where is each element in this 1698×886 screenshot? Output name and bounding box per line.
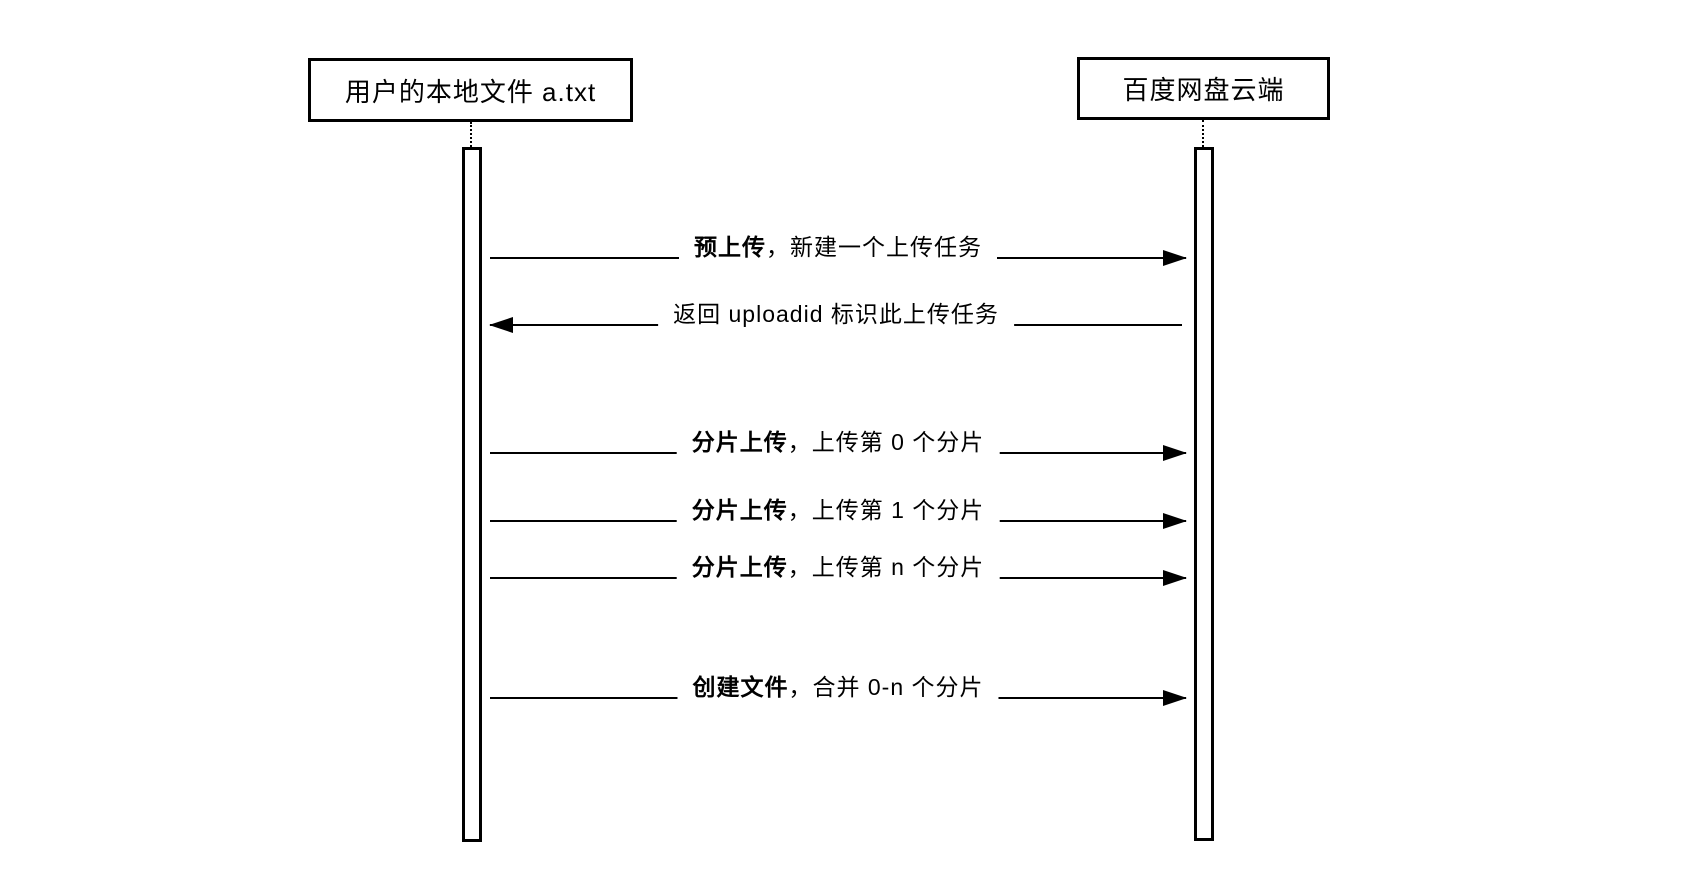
arrowhead-right-icon [1163,445,1187,461]
lifeline-dotted-left [470,122,472,147]
message-upload-part-0-label: 分片上传，上传第 0 个分片 [676,427,1000,457]
arrowhead-right-icon [1163,690,1187,706]
message-label-bold: 预上传 [694,234,766,260]
arrowhead-right-icon [1163,570,1187,586]
message-upload-part-1-label: 分片上传，上传第 1 个分片 [676,495,1000,525]
message-label-rest: ，合并 0-n 个分片 [788,674,984,700]
message-create-file-label: 创建文件，合并 0-n 个分片 [677,672,999,702]
actor-cloud-box: 百度网盘云端 [1077,57,1330,120]
actor-cloud-label: 百度网盘云端 [1122,75,1285,105]
message-label-rest: ，上传第 0 个分片 [787,429,985,455]
message-label-rest: ，上传第 n 个分片 [787,554,985,580]
message-label-rest: ，新建一个上传任务 [766,234,982,260]
message-label-rest: ，上传第 1 个分片 [787,497,985,523]
message-label-bold: 分片上传 [691,554,788,580]
message-label-rest: 返回 uploadid 标识此上传任务 [673,301,999,327]
message-label-bold: 创建文件 [692,674,789,700]
arrowhead-right-icon [1163,250,1187,266]
lifeline-dotted-right [1202,120,1204,147]
arrowhead-right-icon [1163,513,1187,529]
message-return-uploadid-label: 返回 uploadid 标识此上传任务 [658,299,1014,329]
activation-bar-cloud [1194,147,1214,841]
arrowhead-left-icon [489,317,513,333]
actor-local-file-box: 用户的本地文件 a.txt [308,58,633,122]
activation-bar-local-file [462,147,482,842]
message-label-bold: 分片上传 [691,429,788,455]
message-pre-upload-label: 预上传，新建一个上传任务 [679,232,997,262]
message-label-bold: 分片上传 [691,497,788,523]
actor-local-file-label: 用户的本地文件 a.txt [344,76,597,107]
message-upload-part-n-label: 分片上传，上传第 n 个分片 [676,552,1000,582]
